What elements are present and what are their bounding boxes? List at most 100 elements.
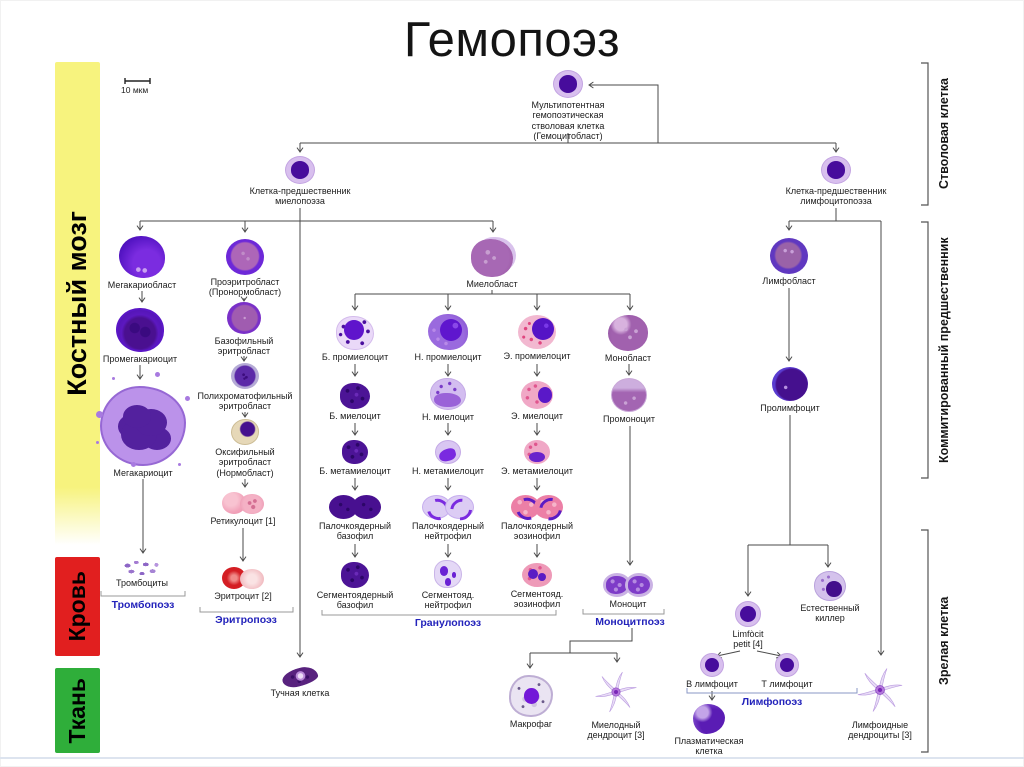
phase-label-monocytopoiesis: Моноцитпоэз [595,616,665,628]
monoblast-cell [608,315,648,351]
small-lymphocyte-cell [735,601,761,627]
band-neutrophil-cell [422,495,474,519]
promegakaryocyte-label: Промегакариоцит [102,354,178,364]
prolymphocyte-label: Пролимфоцит [760,403,820,413]
stage-label-stem-cell: Стволовая клетка [937,78,951,190]
zone-bar-tissue-label: Ткань [64,677,90,744]
lymphoid-dendrocytes-cell [853,662,907,718]
n-promyelocyte-cell [428,314,468,350]
n-myelocyte-label: Н. миелоцит [421,412,475,422]
band-eosinophil-label: Палочкоядерный эозинофил [501,521,573,542]
zone-bar-tissue: Ткань [55,668,100,753]
e-metamyelocyte-cell [524,440,550,464]
page-title: Гемопоэз [403,13,621,67]
b-lymphocyte-label: В лимфоцит [686,679,738,689]
segmented-eosinophil-cell [522,563,552,587]
macrophage-label: Макрофаг [509,719,553,729]
platelets-label: Тромбоциты [115,578,169,588]
e-metamyelocyte-label: Э. метамиелоцит [501,466,573,476]
macrophage-cell [509,675,553,717]
megakaryoblast-cell [119,236,165,278]
erythrocyte-label: Эритроцит [2] [214,591,272,601]
n-myelocyte-cell [430,378,466,410]
natural-killer-label: Естественный киллер [800,603,860,624]
b-metamyelocyte-cell [342,440,368,464]
b-promyelocyte-cell [336,316,374,350]
oxyphilic-erythroblast-cell [231,419,259,445]
segmented-basophil-cell [341,562,369,588]
myeloblast-label: Миелобласт [466,279,518,289]
zone-bar-bone-marrow: Костный мозг [55,62,100,545]
promonocyte-label: Промоноцит [603,414,655,424]
lymphoid-progenitor-label: Клетка-предшественник лимфоцитопоэза [785,186,887,207]
polychromatophilic-erythroblast-label: Полихроматофильный эритробласт [197,391,293,412]
prolymphocyte-cell [772,367,808,401]
polychromatophilic-erythroblast-cell [231,363,259,389]
phase-label-erythropoiesis: Эритропоэз [215,614,277,626]
e-promyelocyte-cell [518,315,556,349]
scale-bar-icon [124,78,151,84]
monocyte-cell [603,573,653,597]
myeloid-progenitor-label: Клетка-предшественник миелопоэза [249,186,351,207]
stage-label-committed-precursor: Коммитированный предшественник [937,237,951,463]
promegakaryocyte-cell [116,308,164,352]
lymphoblast-cell [770,238,808,274]
basophilic-erythroblast-cell [227,302,261,334]
basophilic-erythroblast-label: Базофильный эритробласт [214,336,274,357]
zone-bar-blood: Кровь [55,557,100,656]
natural-killer-cell [814,571,846,601]
erythrocyte-cell [222,567,264,589]
promonocyte-cell [611,378,647,412]
scale-bar-label: 10 мкм [121,85,149,95]
megakaryoblast-label: Мегакариобласт [107,280,177,290]
lymphoid-progenitor-cell [821,156,851,184]
b-metamyelocyte-label: Б. метамиелоцит [319,466,391,476]
mast-cell-cell [280,663,320,691]
hemocytoblast-label: Мультипотентная гемопоэтическая стволова… [531,100,605,142]
monocyte-label: Моноцит [609,599,647,609]
myeloid-progenitor-cell [285,156,315,184]
proerythroblast-label: Проэритробласт (Пронормобласт) [208,277,282,298]
b-lymphocyte-cell [700,653,724,677]
megakaryocyte-label: Мегакариоцит [113,468,173,478]
n-promyelocyte-label: Н. промиелоцит [414,352,482,362]
n-metamyelocyte-cell [435,440,461,464]
segmented-eosinophil-label: Сегментояд. эозинофил [510,589,564,610]
mast-cell-label: Тучная клетка [270,688,330,698]
e-myelocyte-label: Э. миелоцит [510,411,564,421]
band-neutrophil-label: Палочкоядерный нейтрофил [412,521,484,542]
b-myelocyte-label: Б. миелоцит [329,411,381,421]
segmented-basophil-label: Сегментоядерный базофил [316,590,394,611]
band-basophil-label: Палочкоядерный базофил [319,521,391,542]
segmented-neutrophil-cell [434,560,462,588]
reticulocyte-label: Ретикулоцит [1] [210,516,276,526]
myeloid-dendrocyte-cell [591,666,641,718]
stage-label-mature-cell: Зрелая клетка [937,596,951,686]
phase-label-thrombopoiesis: Тромбопоэз [111,599,175,611]
myeloblast-cell [471,239,513,277]
b-promyelocyte-label: Б. промиелоцит [321,352,389,362]
monoblast-label: Монобласт [604,353,652,363]
segmented-neutrophil-label: Сегментояд. нейтрофил [421,590,475,611]
platelets-cell [123,560,161,576]
b-myelocyte-cell [340,383,370,409]
t-lymphocyte-cell [775,653,799,677]
proerythroblast-cell [226,239,264,275]
band-eosinophil-cell [511,495,563,519]
lymphoblast-label: Лимфобласт [762,276,816,286]
bottom-divider [0,757,1024,759]
small-lymphocyte-label: Limfòcit petit [4] [732,629,764,650]
myeloid-dendrocyte-label: Миелодный дендроцит [3] [587,720,645,741]
e-myelocyte-cell [521,381,553,409]
stage-brackets [921,62,929,753]
oxyphilic-erythroblast-label: Оксифильный эритробласт (Нормобласт) [215,447,275,478]
phase-label-granulopoiesis: Гранулопоэз [414,617,482,629]
phase-label-lymphopoiesis: Лимфопоэз [741,696,803,708]
n-metamyelocyte-label: Н. метамиелоцит [411,466,484,476]
plasma-cell-cell [693,704,725,734]
reticulocyte-cell [222,492,264,514]
zone-bar-bone-marrow-label: Костный мозг [62,211,92,396]
megakaryocyte-cell [96,386,186,466]
band-basophil-cell [329,495,381,519]
